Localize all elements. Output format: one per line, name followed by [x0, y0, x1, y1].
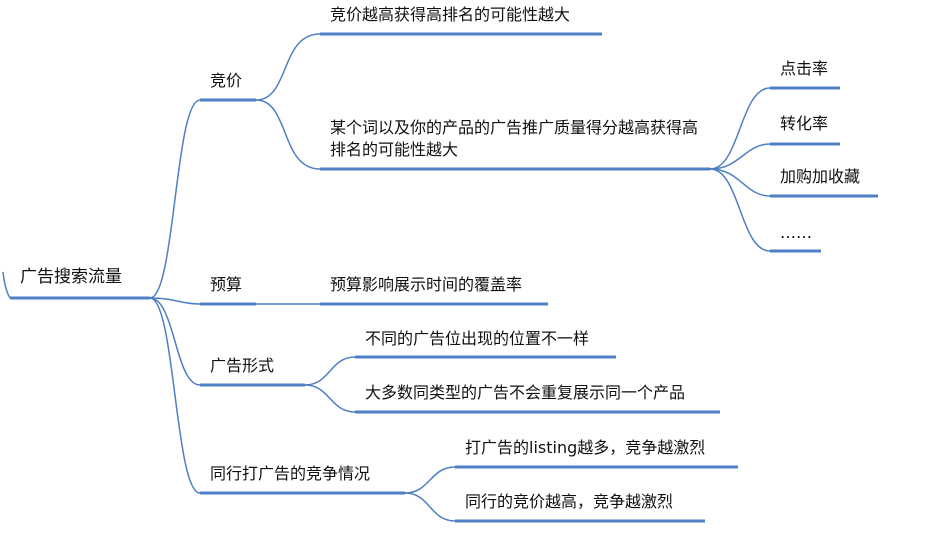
node-competition[interactable]: 同行打广告的竞争情况 [210, 464, 371, 483]
root-node[interactable]: 广告搜索流量 [20, 267, 122, 287]
node-bid-higher-rank[interactable]: 竞价越高获得高排名的可能性越大 [330, 5, 571, 24]
node-factor-ctr[interactable]: 点击率 [780, 59, 829, 78]
node-budget[interactable]: 预算 [210, 275, 243, 294]
node-factor-cart[interactable]: 加购加收藏 [780, 167, 861, 186]
node-format-no-repeat[interactable]: 大多数同类型的广告不会重复展示同一个产品 [365, 383, 686, 402]
node-competition-bids[interactable]: 同行的竞价越高，竞争越激烈 [465, 492, 674, 511]
node-bid[interactable]: 竞价 [210, 71, 243, 90]
node-competition-listings[interactable]: 打广告的listing越多，竞争越激烈 [465, 438, 706, 457]
node-factor-more[interactable]: …… [780, 223, 812, 242]
node-factor-cvr[interactable]: 转化率 [780, 114, 829, 133]
node-format[interactable]: 广告形式 [210, 356, 275, 375]
node-bid-quality-score[interactable]: 某个词以及你的产品的广告推广质量得分越高获得高排名的可能性越大 [330, 118, 699, 159]
node-budget-coverage[interactable]: 预算影响展示时间的覆盖率 [330, 275, 523, 294]
node-format-position[interactable]: 不同的广告位出现的位置不一样 [365, 329, 590, 348]
